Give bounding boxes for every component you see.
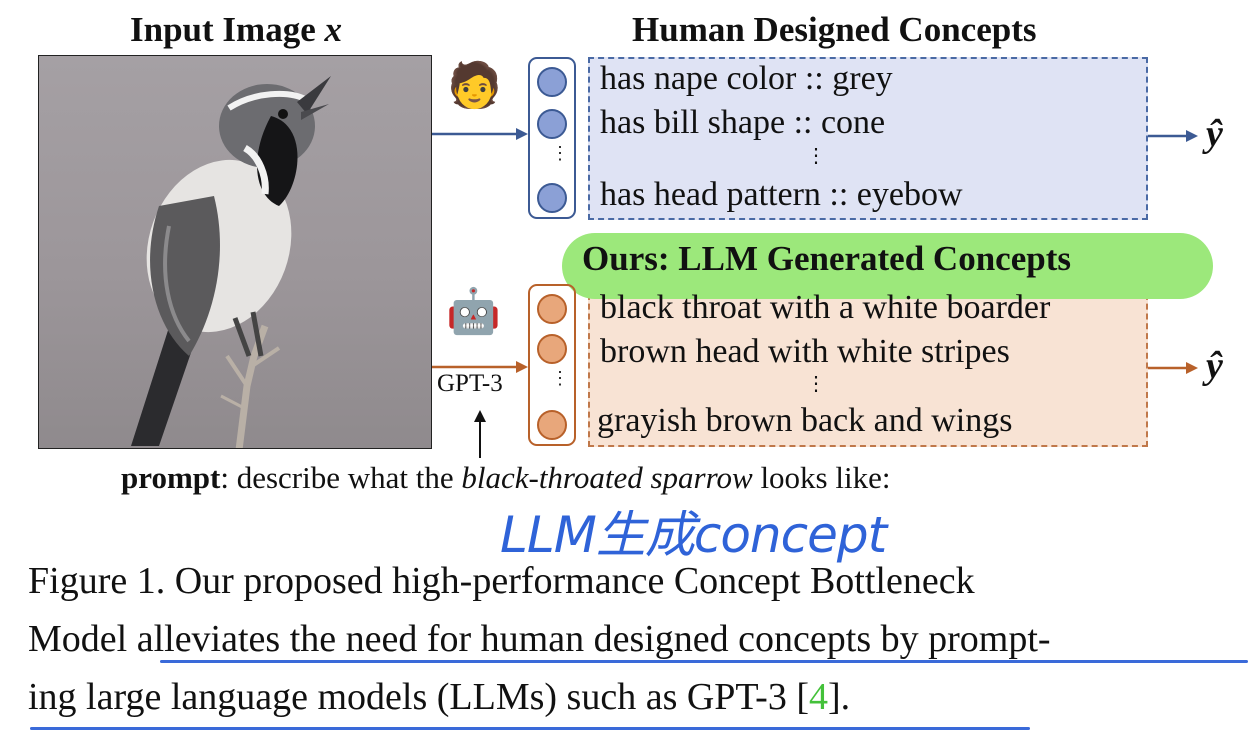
- robot-icon: 🤖: [446, 287, 501, 336]
- human-concept-2: has bill shape :: cone: [600, 104, 886, 141]
- prompt-arrow: [474, 410, 486, 458]
- concept-node: [537, 294, 567, 324]
- prompt-text-before: : describe what the: [220, 460, 462, 495]
- sparrow-illustration: [131, 76, 331, 448]
- handwritten-annotation: LLM生成concept: [500, 506, 887, 564]
- underline-annotation-2: [30, 727, 1030, 730]
- concept-node: [537, 183, 567, 213]
- prompt-keyword: prompt: [121, 460, 221, 495]
- human-concept-vector: ⋮: [528, 57, 576, 219]
- llm-concepts-box: [588, 284, 1148, 447]
- output-y-hat-llm: ŷ: [1206, 345, 1223, 387]
- prompt-species: black-throated sparrow: [461, 460, 753, 495]
- gpt3-label: GPT-3: [437, 370, 503, 397]
- llm-output-arrow: [1148, 362, 1198, 374]
- concept-node: [537, 67, 567, 97]
- llm-arrow: [432, 361, 528, 373]
- ours-title-pill: [562, 233, 1213, 299]
- human-concept-1: has nape color :: grey: [600, 60, 893, 97]
- citation-ref[interactable]: 4: [808, 676, 828, 718]
- vector-ellipsis: ⋮: [551, 368, 569, 388]
- prompt-line: prompt: describe what the black-throated…: [121, 460, 890, 496]
- ours-title: Ours: LLM Generated Concepts: [582, 239, 1071, 278]
- human-concepts-title: Human Designed Concepts: [632, 10, 1037, 49]
- caption-line-3-text: ing large language models (LLMs) such as…: [28, 676, 809, 718]
- caption-line-3: ing large language models (LLMs) such as…: [28, 668, 850, 726]
- concept-node: [537, 410, 567, 440]
- caption-line-1: Figure 1. Our proposed high-performance …: [28, 560, 975, 602]
- concept-node: [537, 334, 567, 364]
- human-concepts-ellipsis: ⋮: [806, 145, 826, 167]
- human-arrow: [432, 128, 528, 140]
- input-image-title: Input Image x: [130, 10, 342, 50]
- llm-concepts-ellipsis: ⋮: [806, 373, 826, 395]
- bird-photo: [38, 55, 432, 449]
- vector-ellipsis: ⋮: [551, 143, 569, 163]
- concept-node: [537, 109, 567, 139]
- human-icon: 🧑: [447, 61, 502, 110]
- prompt-text-after: looks like:: [752, 460, 891, 495]
- llm-concept-3: grayish brown back and wings: [597, 402, 1013, 439]
- caption-line-2: Model alleviates the need for human desi…: [28, 618, 1051, 660]
- input-image-title-text: Input Image: [130, 10, 325, 49]
- input-variable-x: x: [324, 10, 342, 49]
- output-y-hat-human: ŷ: [1206, 113, 1223, 155]
- llm-concept-2: brown head with white stripes: [600, 333, 1010, 370]
- human-concepts-box: [588, 57, 1148, 220]
- human-concept-3: has head pattern :: eyebow: [600, 176, 963, 213]
- underline-annotation-1: [160, 660, 1248, 663]
- llm-concept-1: black throat with a white boarder: [600, 289, 1051, 326]
- caption-line-3-end: ].: [827, 676, 851, 718]
- human-output-arrow: [1148, 130, 1198, 142]
- llm-concept-vector: ⋮: [528, 284, 576, 446]
